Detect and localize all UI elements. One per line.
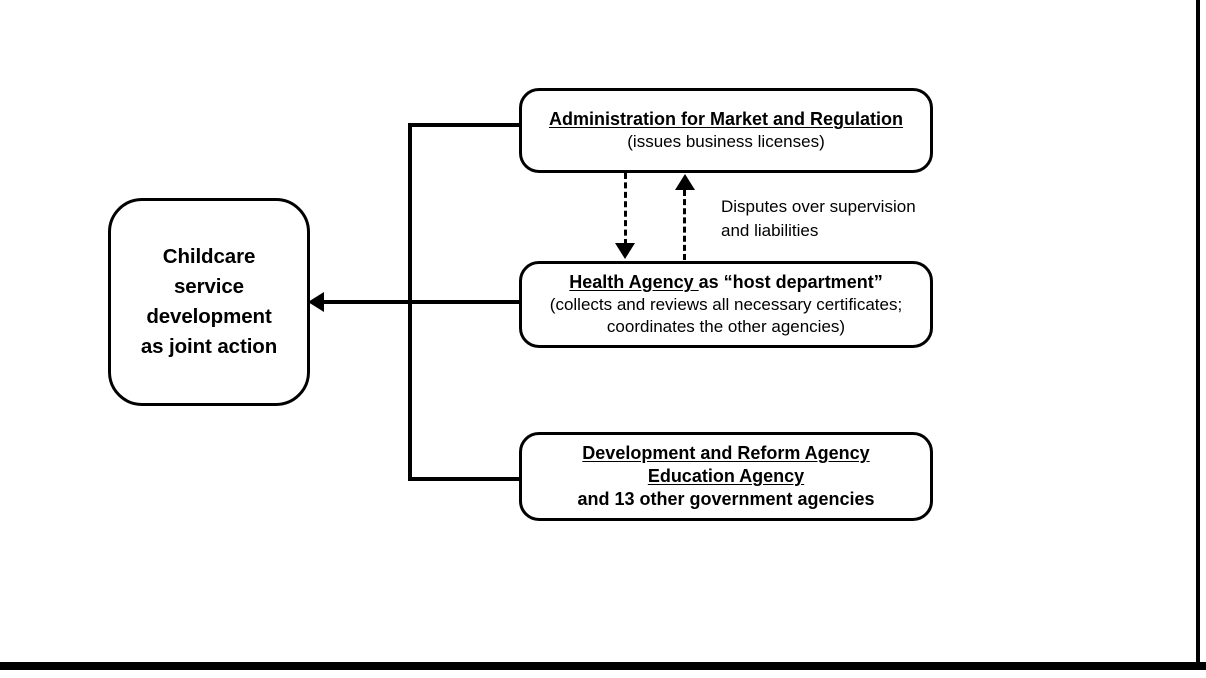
- edge-label-disputes-line1: Disputes over supervision: [721, 197, 916, 216]
- connector-health-to-childcare: [322, 300, 521, 304]
- node-childcare-line-4: as joint action: [140, 335, 278, 358]
- page-edge-bottom: [0, 662, 1206, 670]
- edge-label-disputes: Disputes over supervision and liabilitie…: [721, 195, 961, 243]
- connector-market-to-trunk: [408, 123, 521, 127]
- node-childcare-service-development[interactable]: Childcare service development as joint a…: [108, 198, 310, 406]
- node-health-subtitle-line2: coordinates the other agencies): [606, 317, 846, 336]
- dashed-arrow-market-to-health: [624, 173, 627, 245]
- node-other-title-line1: Development and Reform Agency: [582, 442, 869, 465]
- node-childcare-line-3: development: [146, 305, 272, 328]
- connector-other-agencies-to-trunk: [408, 477, 521, 481]
- arrowhead-left-into-childcare: [308, 292, 324, 312]
- node-health-title: Health Agency as “host department”: [569, 271, 882, 294]
- node-other-title-line2: Education Agency: [648, 465, 804, 488]
- node-childcare-line-2: service: [174, 275, 244, 298]
- node-health-subtitle-line1: (collects and reviews all necessary cert…: [549, 295, 903, 314]
- node-other-title-line1-text: Development and Reform Agency: [582, 443, 870, 463]
- node-health-agency[interactable]: Health Agency as “host department” (coll…: [519, 261, 933, 348]
- node-market-title: Administration for Market and Regulation: [549, 108, 903, 131]
- node-health-title-underlined: Health Agency: [569, 272, 699, 292]
- node-other-subtitle: and 13 other government agencies: [577, 489, 875, 509]
- node-market-title-text: Administration for Market and Regulation: [548, 109, 904, 129]
- dashed-arrow-health-to-market: [683, 190, 686, 260]
- page-edge-right: [1196, 0, 1200, 666]
- node-childcare-line-1: Childcare: [162, 245, 256, 268]
- node-other-government-agencies[interactable]: Development and Reform Agency Education …: [519, 432, 933, 521]
- arrowhead-down-into-health: [615, 243, 635, 259]
- edge-label-disputes-line2: and liabilities: [721, 221, 819, 240]
- node-market-subtitle: (issues business licenses): [627, 132, 825, 151]
- arrowhead-up-into-market: [675, 174, 695, 190]
- node-health-title-rest: as “host department”: [698, 272, 883, 292]
- node-administration-for-market-and-regulation[interactable]: Administration for Market and Regulation…: [519, 88, 933, 173]
- node-other-title-line2-text: Education Agency: [647, 466, 805, 486]
